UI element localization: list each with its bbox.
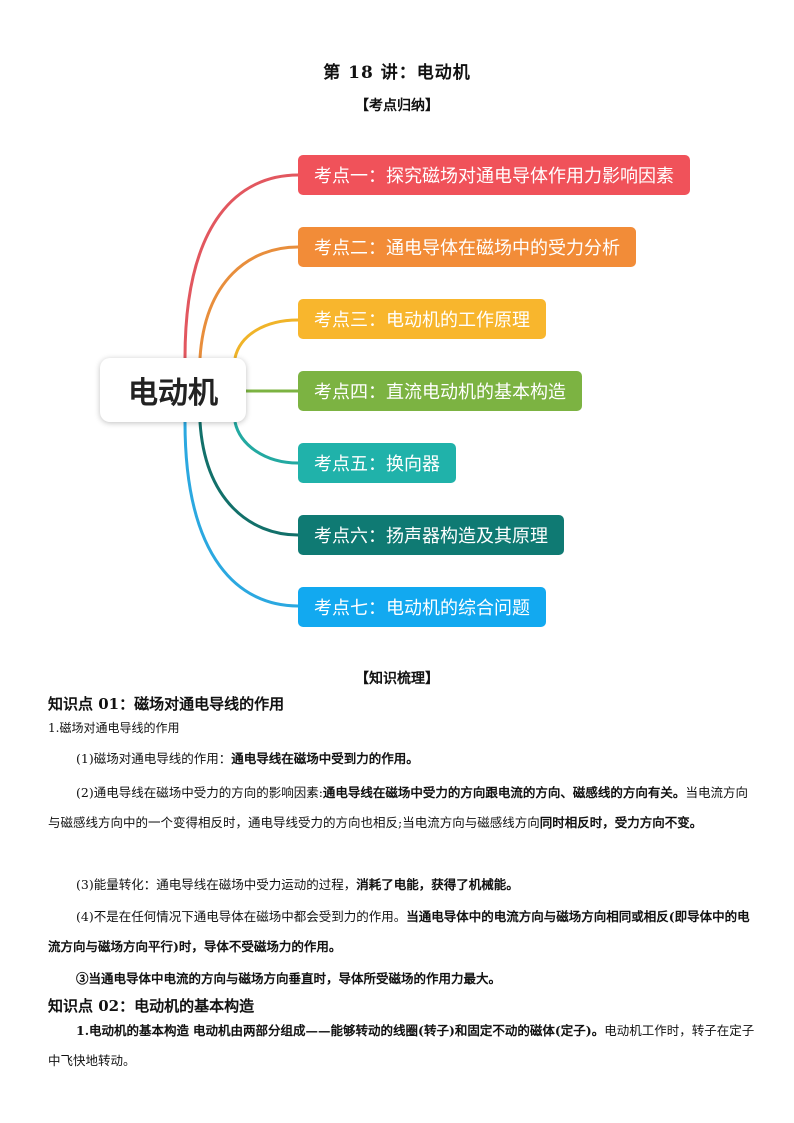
kp1-title: 知识点 01：磁场对通电导线的作用 bbox=[48, 695, 285, 713]
kp1-sub: 1.磁场对通电导线的作用 bbox=[48, 721, 180, 735]
branch-4: 考点四：直流电动机的基本构造 bbox=[298, 371, 582, 411]
branch-2: 考点二：通电导体在磁场中的受力分析 bbox=[298, 227, 636, 267]
kp1-para-4: (4)不是在任何情况下通电导体在磁场中都会受到力的作用。当通电导体中的电流方向与… bbox=[48, 902, 758, 962]
kp2-p1-rest2: 转子在定子中飞快地转动。 bbox=[48, 1023, 755, 1068]
page-title: 第 18 讲：电动机 bbox=[323, 63, 471, 83]
kp1-p4-bold2: 导体中的电流方向与磁场方向平行)时，导体不受磁场力的作用。 bbox=[48, 909, 750, 954]
kp1-p1-lead: (1)磁场对通电导线的作用： bbox=[76, 751, 232, 766]
connector-6 bbox=[198, 421, 299, 537]
mind-map: 电动机 考点一：探究磁场对通电导体作用力影响因素 考点二：通电导体在磁场中的受力… bbox=[0, 140, 794, 640]
kp1-p4-lead: (4)不是在任何情况下通电导体在磁场中都会受到力的作用。 bbox=[76, 909, 407, 924]
mind-map-center: 电动机 bbox=[100, 358, 246, 422]
kp2-p1-bold: 1.电动机的基本构造 bbox=[76, 1023, 190, 1038]
connector-2 bbox=[198, 245, 299, 359]
branch-7: 考点七：电动机的综合问题 bbox=[298, 587, 546, 627]
section-heading-knowledge: 【知识梳理】 bbox=[355, 671, 439, 687]
branch-3: 考点三：电动机的工作原理 bbox=[298, 299, 546, 339]
kp2-p1-rest: 电动机工作时， bbox=[604, 1023, 692, 1038]
mind-map-connectors bbox=[183, 173, 299, 608]
kp2-title: 知识点 02：电动机的基本构造 bbox=[48, 997, 255, 1015]
kp1-para-5: ③当通电导体中电流的方向与磁场方向垂直时，导体所受磁场的作用力最大。 bbox=[48, 964, 758, 994]
section-heading-exam-points: 【考点归纳】 bbox=[355, 98, 439, 114]
kp1-p5-bold: ③当通电导体中电流的方向与磁场方向垂直时，导体所受磁场的作用力最大。 bbox=[76, 971, 502, 986]
kp2-para-1: 1.电动机的基本构造 电动机由两部分组成——能够转动的线圈(转子)和固定不动的磁… bbox=[48, 1016, 758, 1076]
connector-3 bbox=[233, 318, 299, 359]
branch-5: 考点五：换向器 bbox=[298, 443, 456, 483]
kp2-p1-bold2: 电动机由两部分组成——能够转动的线圈(转子)和固定不动的磁体(定子)。 bbox=[193, 1023, 605, 1038]
kp1-p3-bold: 消耗了电能，获得了机械能。 bbox=[356, 877, 519, 892]
kp1-p2-lead: (2)通电导线在磁场中受力的方向的影响因素: bbox=[76, 785, 323, 800]
kp1-p2-rest: 当电流方向与磁感线方向中的一个变得相反时，通电导线受力的方向也相反;当电流方向与… bbox=[48, 785, 748, 830]
connector-1 bbox=[183, 173, 299, 359]
kp1-para-2: (2)通电导线在磁场中受力的方向的影响因素:通电导线在磁场中受力的方向跟电流的方… bbox=[48, 778, 758, 838]
branch-6: 考点六：扬声器构造及其原理 bbox=[298, 515, 564, 555]
kp1-p3-lead: (3)能量转化：通电导线在磁场中受力运动的过程， bbox=[76, 877, 357, 892]
kp1-para-1: (1)磁场对通电导线的作用：通电导线在磁场中受到力的作用。 bbox=[48, 744, 758, 774]
kp1-p2-bold2: 同时相反时， bbox=[539, 815, 615, 830]
kp1-p4-bold: 当通电导体中的电流方向与磁场方向相同或相反(即 bbox=[406, 909, 688, 924]
kp1-p1-bold: 通电导线在磁场中受到力的作用。 bbox=[231, 751, 419, 766]
kp1-p2-bold3: 受力方向不变。 bbox=[614, 815, 703, 830]
kp1-p2-bold: 通电导线在磁场中受力的方向跟电流的方向、磁感线的方向有关。 bbox=[322, 785, 686, 800]
branch-1: 考点一：探究磁场对通电导体作用力影响因素 bbox=[298, 155, 690, 195]
connector-7 bbox=[183, 421, 299, 608]
kp1-para-3: (3)能量转化：通电导线在磁场中受力运动的过程，消耗了电能，获得了机械能。 bbox=[48, 870, 758, 900]
connector-5 bbox=[233, 421, 299, 465]
